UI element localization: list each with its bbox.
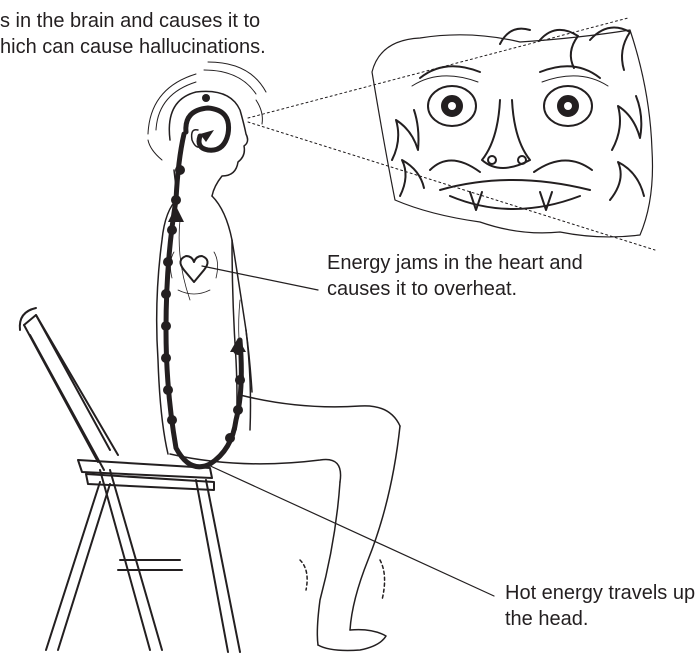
vision-cone (248, 18, 655, 250)
head-aura (148, 62, 266, 160)
heart-icon (170, 252, 217, 294)
seated-person (157, 91, 400, 650)
leader-lines (202, 266, 494, 596)
energy-circuit (166, 108, 241, 467)
folding-chair (20, 308, 240, 652)
